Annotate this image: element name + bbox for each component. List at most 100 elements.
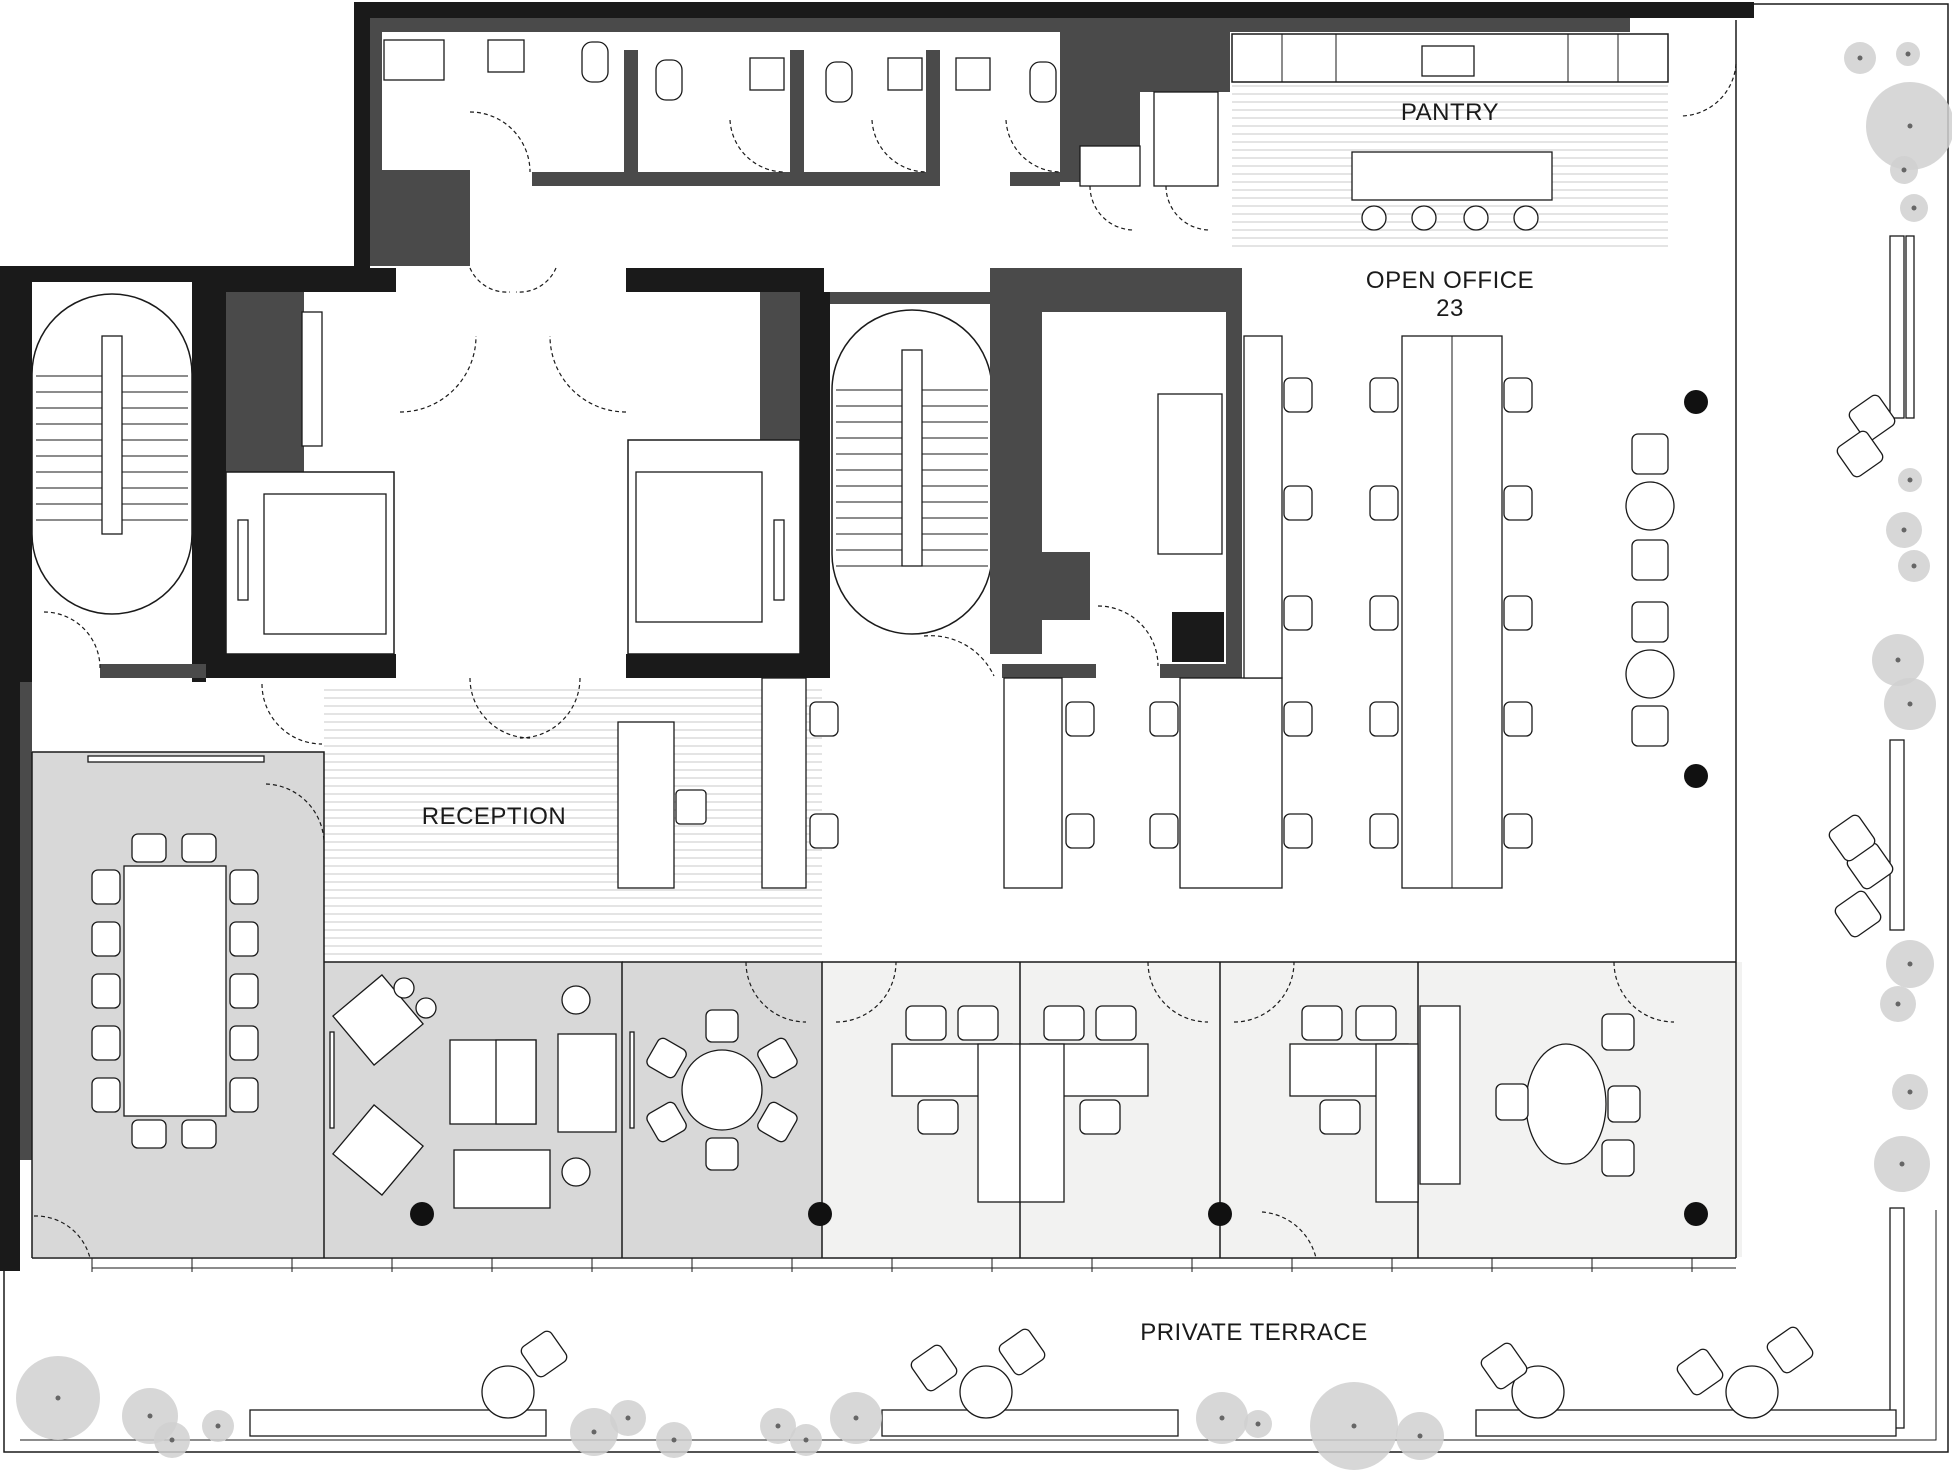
- wc-door-2: [729, 119, 786, 173]
- private-offices: [822, 961, 1736, 1259]
- terrace-chair: [1766, 1326, 1814, 1374]
- stair-handrail: [901, 349, 923, 567]
- chair: [1283, 701, 1313, 737]
- chair: [91, 1077, 121, 1113]
- chair: [1149, 813, 1179, 849]
- desk-benches: [761, 335, 1503, 889]
- lobby-door-top-l: [399, 335, 477, 413]
- tree-trunk: [1907, 477, 1913, 483]
- terrace-table: [959, 1365, 1013, 1419]
- desk-bench: [1003, 677, 1063, 889]
- server-cabinet: [1157, 393, 1223, 555]
- reception-label: RECEPTION: [422, 803, 567, 830]
- lounge-l-sofa-2: [495, 1039, 537, 1125]
- east-stair-door: [923, 635, 995, 677]
- wc-left-wall: [370, 32, 382, 172]
- chair: [809, 701, 839, 737]
- terrace-table: [1725, 1365, 1779, 1419]
- lift-core-top-l: [206, 268, 396, 292]
- chair: [1601, 1139, 1635, 1177]
- wall-west: [0, 266, 20, 1271]
- boardroom: [31, 751, 325, 1259]
- chair: [229, 921, 259, 957]
- round-chairs: [646, 1009, 798, 1171]
- terrace-chair: [1676, 1348, 1724, 1396]
- breakout-table-2: [1625, 649, 1675, 699]
- east-window-1: [1889, 235, 1905, 419]
- lounge-side-table-1: [393, 977, 415, 999]
- chair: [91, 1025, 121, 1061]
- reception-chair: [675, 789, 707, 825]
- chair: [1283, 485, 1313, 521]
- terrace-label: PRIVATE TERRACE: [1140, 1319, 1368, 1346]
- boardroom-door: [265, 783, 325, 843]
- west-stair-right-wall: [192, 282, 206, 682]
- tree-trunk: [1911, 205, 1917, 211]
- reception-hatch: [324, 689, 822, 955]
- tree-trunk: [1907, 1089, 1913, 1095]
- chair: [1283, 813, 1313, 849]
- west-stair-oval: [31, 293, 193, 615]
- west-stair-wall: [20, 282, 32, 682]
- chair: [1149, 701, 1179, 737]
- office-door-5: [1261, 1211, 1317, 1259]
- tree-trunk: [1255, 1421, 1261, 1427]
- toilet-1: [581, 41, 609, 83]
- storage-door: [1097, 605, 1159, 667]
- reception: RECEPTION: [261, 677, 707, 889]
- pantry-stool-3: [1463, 205, 1489, 231]
- wall-north-inner: [370, 18, 1630, 32]
- reception-desk: [617, 721, 675, 889]
- tree-trunk: [1899, 1161, 1905, 1167]
- tree-trunk: [169, 1437, 175, 1443]
- lounge-shelf: [329, 1031, 335, 1129]
- lounge-armchair-2: [332, 1104, 424, 1196]
- tree-trunk: [591, 1429, 597, 1435]
- chair: [1607, 1085, 1641, 1123]
- lobby-door-entry-l: [469, 267, 511, 293]
- chair: [646, 1037, 687, 1079]
- tree-trunk: [671, 1437, 677, 1443]
- chair: [181, 833, 217, 863]
- pantry-island: [1351, 151, 1553, 201]
- core: [20, 267, 1242, 682]
- chair: [1369, 377, 1399, 413]
- east-facade: [1889, 235, 1915, 1429]
- sink-4: [955, 57, 991, 91]
- vanity-1: [383, 39, 445, 81]
- open-office-label: OPEN OFFICE: [1366, 267, 1534, 294]
- chair: [1503, 701, 1533, 737]
- chair: [1369, 813, 1399, 849]
- chair: [91, 921, 121, 957]
- chair: [1503, 595, 1533, 631]
- pantry-hatch: [1232, 85, 1668, 247]
- terrace-table: [1511, 1365, 1565, 1419]
- tree-trunk: [803, 1437, 809, 1443]
- lift-guide-r: [773, 519, 785, 601]
- column-6: [410, 1202, 434, 1226]
- desk-bench: [1243, 335, 1283, 679]
- server-rack: [1172, 612, 1224, 662]
- column-3: [1684, 1202, 1708, 1226]
- terrace-chair: [1834, 890, 1882, 938]
- east-stair-steps: [836, 349, 988, 567]
- tree-trunk: [1895, 657, 1901, 663]
- chair: [91, 869, 121, 905]
- east-stair-wall-l: [820, 292, 830, 678]
- lift-car-r: [635, 471, 763, 623]
- chair: [1503, 377, 1533, 413]
- wc-wall-bottom-4: [1010, 172, 1060, 186]
- chair: [1369, 701, 1399, 737]
- chair: [809, 813, 839, 849]
- riser-1: [1079, 145, 1141, 187]
- chair: [1503, 813, 1533, 849]
- round-table: [681, 1049, 763, 1131]
- reception-door-w: [261, 683, 323, 745]
- west-stair-door: [43, 611, 101, 669]
- wc-block: [370, 32, 1230, 266]
- breakout-chair-4: [1631, 705, 1669, 747]
- boardroom-walls: [31, 751, 325, 1258]
- office4-oval-table: [1525, 1043, 1607, 1165]
- reception-door-l: [469, 677, 531, 739]
- lobby-door-entry-r: [515, 267, 557, 293]
